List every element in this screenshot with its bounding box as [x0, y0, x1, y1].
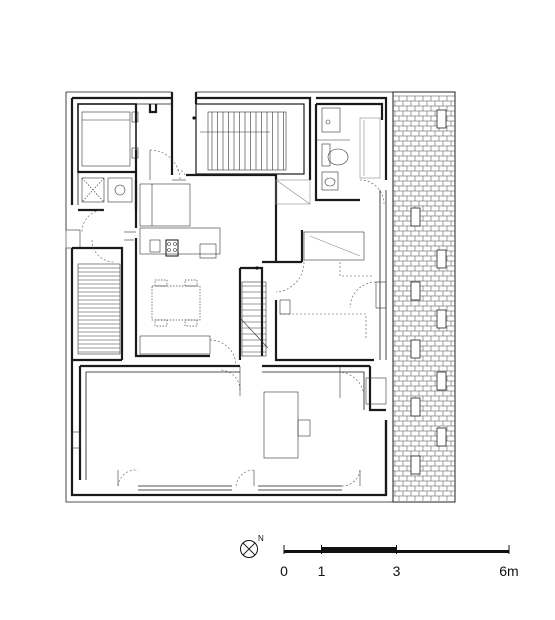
scale-label: 0 [280, 563, 288, 579]
scale-segment [396, 550, 509, 553]
bottom-windows [117, 469, 361, 491]
scale-segment [321, 547, 397, 553]
staircase-top [192, 103, 305, 175]
room-left-utility [65, 170, 138, 249]
staircase-inner [238, 266, 269, 360]
north-label: N [258, 534, 264, 543]
scale-label: 3 [393, 563, 401, 579]
staircase-left [72, 239, 134, 362]
skylights [410, 109, 447, 475]
room-kitchen-dining [124, 180, 221, 358]
scale-segment [284, 550, 322, 553]
room-bedroom-top-left [77, 103, 158, 173]
room-main-hall [71, 339, 388, 495]
north-arrow: N [240, 534, 264, 558]
scale-label: 6m [499, 563, 518, 579]
scale-label: 1 [318, 563, 326, 579]
outer-walls [65, 91, 394, 503]
room-right-middle [262, 179, 387, 362]
roof-tile-strip [392, 91, 456, 503]
scale-bar: 0 1 3 6m [280, 545, 519, 579]
room-bathroom [314, 102, 385, 205]
